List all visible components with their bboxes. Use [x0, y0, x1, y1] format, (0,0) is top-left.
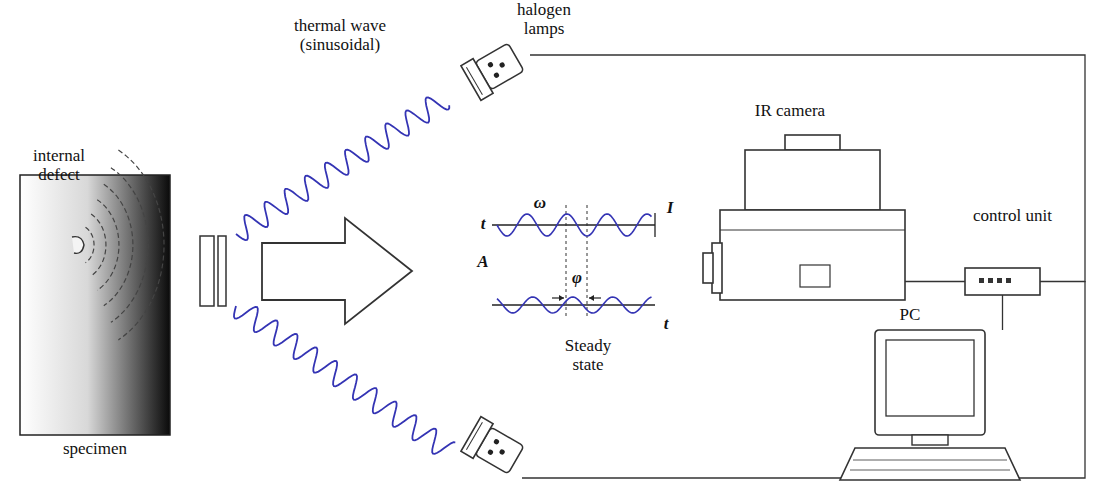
node-label: PC [885, 305, 935, 324]
excitation-signal [497, 214, 652, 236]
response-signal [497, 297, 652, 313]
axis-label: I [662, 198, 678, 217]
pc: PC [840, 330, 1020, 485]
specimen-block: specimen [20, 175, 170, 435]
axis-tick [654, 213, 655, 237]
thermal-wave [234, 306, 455, 454]
pc-outline [840, 330, 1020, 485]
specimen-block-outline [20, 175, 170, 435]
axis-label: A [474, 252, 492, 271]
wave-label: thermal wave (sinusoidal) [288, 16, 392, 54]
axis-label: t [658, 314, 674, 333]
caption-label: Steady state [548, 336, 628, 374]
control-unit: control unit [965, 268, 1040, 295]
filter-plate [200, 236, 214, 306]
wire [905, 281, 965, 282]
phase-line [587, 205, 588, 318]
axis-label: t [475, 214, 491, 233]
callout-label: internal defect [14, 146, 104, 184]
control-unit-outline [965, 268, 1040, 295]
ir-camera-outline [700, 135, 905, 300]
halogen-lamp-outline [450, 40, 530, 105]
wire [1002, 295, 1003, 330]
arrowhead [589, 295, 594, 301]
symbol: φ [567, 268, 587, 287]
ir-camera: IR camera [700, 135, 905, 300]
filter-plate [218, 236, 226, 306]
node-label: IR camera [730, 101, 850, 120]
node-label: halogen lamps [508, 0, 580, 38]
arrowhead [559, 295, 564, 301]
thermal-wave [236, 98, 449, 241]
node-label: control unit [965, 206, 1060, 225]
heat-arrow [262, 218, 412, 324]
node-label: specimen [20, 439, 170, 458]
axis [492, 304, 655, 305]
symbol: ω [530, 193, 550, 212]
halogen-lamp: halogen lamps [450, 40, 530, 105]
halogen-lamp [461, 417, 526, 478]
